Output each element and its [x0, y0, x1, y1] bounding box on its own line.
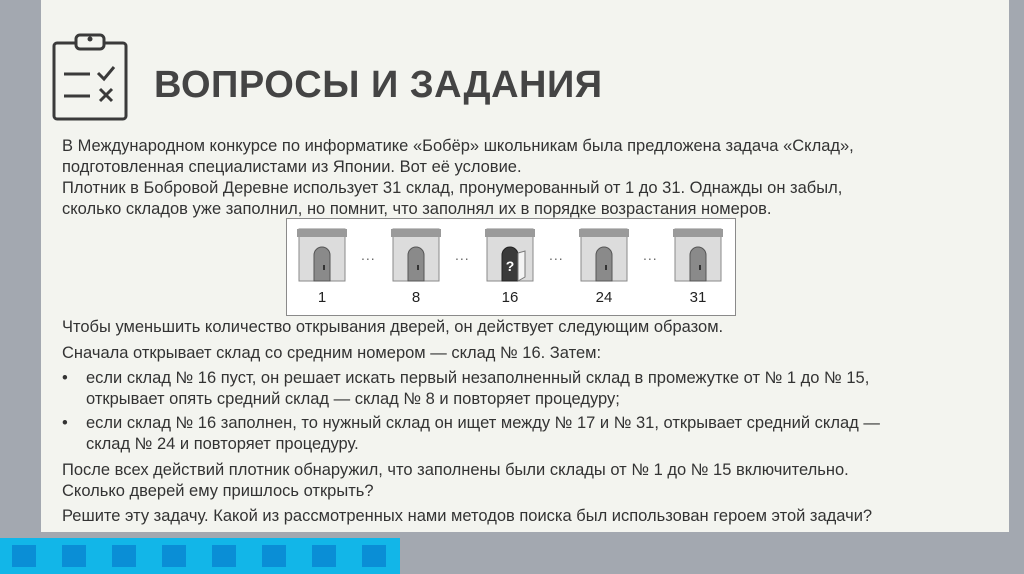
ellipsis-1: ... [361, 247, 376, 263]
intro-line-4: сколько складов уже заполнил, но помнит,… [62, 200, 772, 218]
ellipsis-3: ... [549, 247, 564, 263]
warehouse-8-icon [390, 228, 442, 282]
bullet-marker-2: • [62, 414, 68, 432]
warehouse-31-icon [672, 228, 724, 282]
warehouse-label-16: 16 [501, 289, 519, 306]
warehouse-24-icon [578, 228, 630, 282]
accent-square [62, 545, 86, 567]
right-border [1009, 0, 1024, 574]
bullet-marker-1: • [62, 369, 68, 387]
accent-square [12, 545, 36, 567]
warehouse-label-1: 1 [317, 289, 327, 306]
bullet-2-line-1: если склад № 16 заполнен, то нужный скла… [86, 414, 880, 432]
svg-text:?: ? [506, 258, 515, 274]
accent-square [262, 545, 286, 567]
warehouse-label-31: 31 [689, 289, 707, 306]
paragraph-method: Чтобы уменьшить количество открывания дв… [62, 318, 724, 336]
ellipsis-2: ... [455, 247, 470, 263]
paragraph-result-line-2: Сколько дверей ему пришлось открыть? [62, 482, 374, 500]
intro-line-2: подготовленная специалистами из Японии. … [62, 158, 522, 176]
accent-square [112, 545, 136, 567]
paragraph-task: Решите эту задачу. Какой из рассмотренны… [62, 507, 873, 525]
bullet-2-line-2: склад № 24 и повторяет процедуру. [86, 435, 359, 453]
accent-square [162, 545, 186, 567]
accent-square [362, 545, 386, 567]
warehouse-label-24: 24 [595, 289, 613, 306]
bottom-accent-strip [0, 538, 400, 574]
left-border [0, 0, 41, 574]
accent-square [312, 545, 336, 567]
ellipsis-4: ... [643, 247, 658, 263]
paragraph-first-step: Сначала открывает склад со средним номер… [62, 344, 602, 362]
warehouse-figure: ? ... ... ... ... 1 8 16 24 31 [286, 218, 736, 316]
warehouse-doors-illustration: ? [296, 228, 724, 282]
paragraph-result-line-1: После всех действий плотник обнаружил, ч… [62, 461, 849, 479]
intro-line-3: Плотник в Бобровой Деревне использует 31… [62, 179, 843, 197]
page-title: ВОПРОСЫ И ЗАДАНИЯ [154, 64, 603, 106]
warehouse-label-8: 8 [411, 289, 421, 306]
accent-square [212, 545, 236, 567]
clipboard-checklist-icon [52, 33, 128, 121]
bullet-1-line-2: открывает опять средний склад — склад № … [86, 390, 620, 408]
intro-line-1: В Международном конкурсе по информатике … [62, 137, 854, 155]
warehouse-16-icon: ? [485, 228, 535, 282]
warehouse-1-icon [296, 228, 348, 282]
bullet-1-line-1: если склад № 16 пуст, он решает искать п… [86, 369, 870, 387]
